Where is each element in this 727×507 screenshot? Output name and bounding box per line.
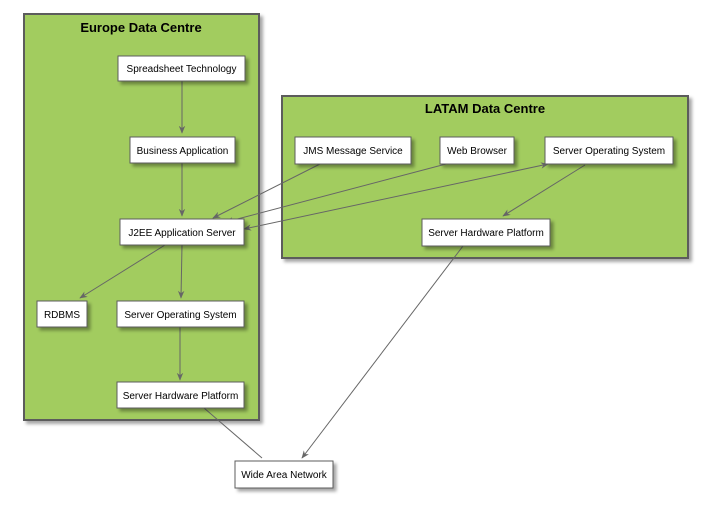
- node-box: [117, 55, 246, 82]
- node-eu-spreadsheet[interactable]: Spreadsheet Technology: [117, 55, 246, 82]
- node-label: JMS Message Service: [303, 146, 403, 157]
- node-label: J2EE Application Server: [128, 228, 236, 239]
- node-label: Wide Area Network: [241, 470, 328, 481]
- node-eu-server-hardware[interactable]: Server Hardware Platform: [116, 381, 245, 409]
- node-latam-server-os[interactable]: Server Operating System: [544, 136, 674, 165]
- node-label: Server Hardware Platform: [428, 228, 544, 239]
- edge-j2ee-to-eu-os: [177, 244, 185, 299]
- node-label: Web Browser: [447, 146, 508, 157]
- edge-latam-os-to-latam-hw: [502, 164, 586, 217]
- node-box: [544, 136, 674, 165]
- latam-container-title: LATAM Data Centre: [425, 101, 545, 116]
- node-latam-jms[interactable]: JMS Message Service: [294, 136, 412, 165]
- node-eu-j2ee-server[interactable]: J2EE Application Server: [119, 218, 245, 246]
- node-label: Spreadsheet Technology: [127, 64, 237, 75]
- node-box: [129, 136, 236, 164]
- europe-container-title: Europe Data Centre: [80, 20, 201, 35]
- node-label: Server Hardware Platform: [123, 391, 239, 402]
- node-label: Server Operating System: [553, 146, 665, 157]
- edge-eu-hw-to-wan: [203, 407, 263, 459]
- node-box: [36, 300, 88, 328]
- edge-latam-hw-to-wan: [301, 245, 464, 459]
- node-label: Business Application: [137, 146, 229, 157]
- node-box: [119, 218, 245, 246]
- node-eu-server-os[interactable]: Server Operating System: [116, 300, 245, 328]
- node-box: [116, 381, 245, 409]
- node-label: RDBMS: [44, 310, 80, 321]
- node-wide-area-network[interactable]: Wide Area Network: [234, 460, 334, 489]
- node-latam-server-hardware[interactable]: Server Hardware Platform: [421, 218, 551, 247]
- node-eu-business-application[interactable]: Business Application: [129, 136, 236, 164]
- node-box: [116, 300, 245, 328]
- node-box: [294, 136, 412, 165]
- edge-j2ee-to-rdbms: [79, 244, 166, 299]
- node-box: [421, 218, 551, 247]
- edges: [79, 81, 586, 459]
- node-latam-web-browser[interactable]: Web Browser: [439, 136, 515, 165]
- node-label: Server Operating System: [124, 310, 236, 321]
- edge-j2ee-to-latam-os: [243, 162, 549, 231]
- node-eu-rdbms[interactable]: RDBMS: [36, 300, 88, 328]
- node-box: [439, 136, 515, 165]
- node-box: [234, 460, 334, 489]
